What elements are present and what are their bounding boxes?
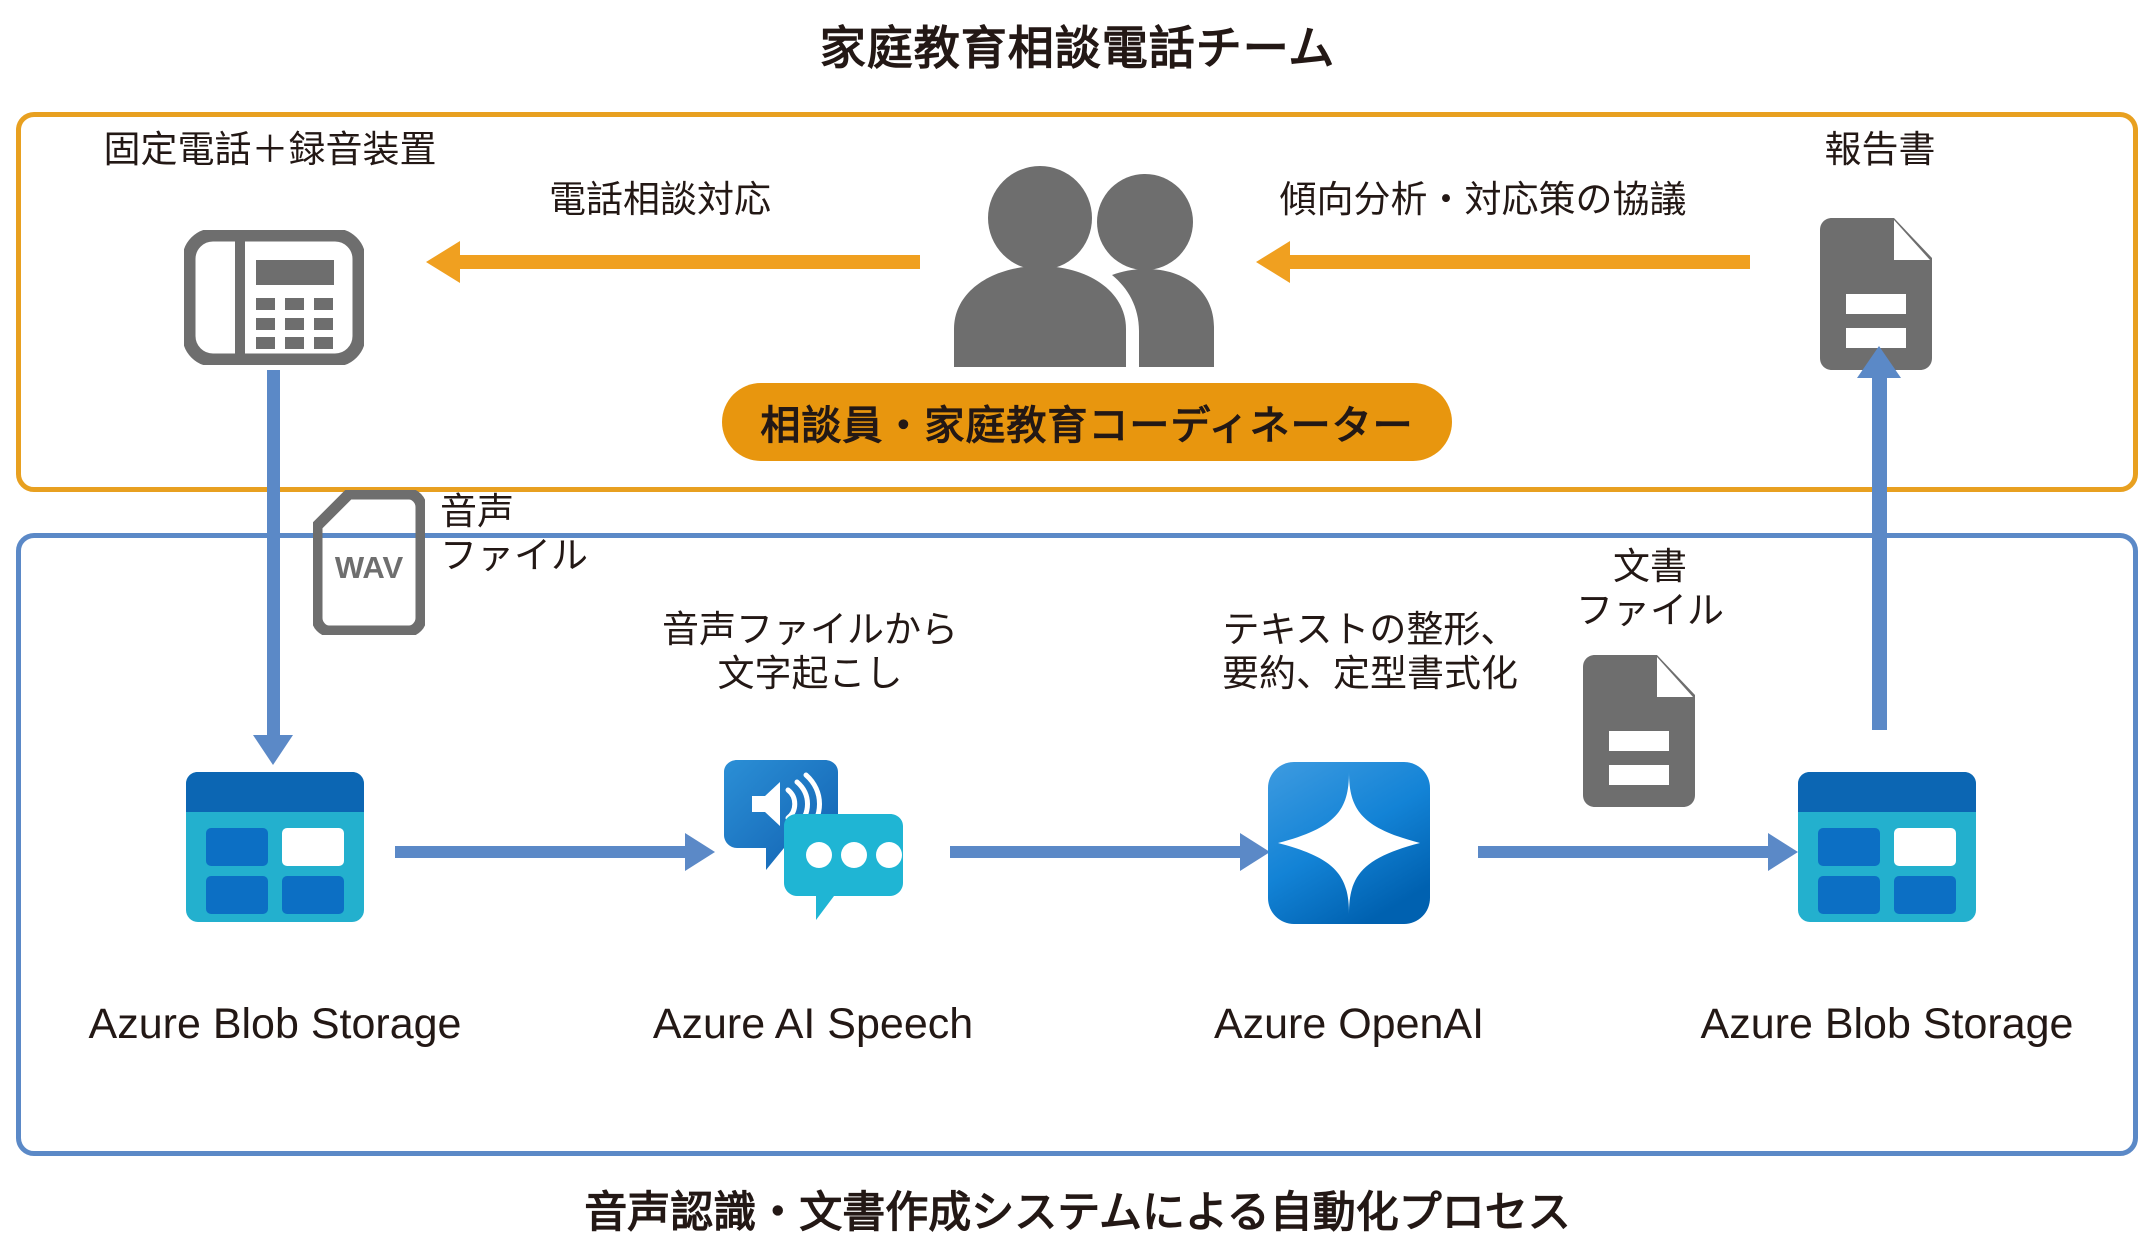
wav-file-badge: WAV xyxy=(335,550,404,585)
formatting-process-label: テキストの整形、 要約、定型書式化 xyxy=(1222,609,1518,694)
service-name-blob-storage-1: Azure Blob Storage xyxy=(88,1000,462,1048)
analysis-arrow xyxy=(1256,241,1750,283)
two-people-icon xyxy=(942,162,1222,367)
azure-openai-icon xyxy=(1268,762,1430,924)
team-layer-container xyxy=(16,112,2138,492)
openai-to-storage-arrow xyxy=(1478,833,1798,871)
wav-file-label: 音声 ファイル xyxy=(440,491,588,576)
wav-file-icon: WAV xyxy=(311,488,427,637)
phone-consultation-label: 電話相談対応 xyxy=(549,179,771,220)
transcription-process-label: 音声ファイルから 文字起こし xyxy=(662,609,958,694)
azure-blob-storage-icon xyxy=(1798,772,1976,922)
coordinator-label: 相談員・家庭教育コーディネーター xyxy=(760,404,1414,448)
service-name-openai: Azure OpenAI xyxy=(1213,1000,1485,1048)
phone-consultation-arrow xyxy=(426,241,920,283)
azure-ai-speech-icon xyxy=(718,758,908,933)
service-name-ai-speech: Azure AI Speech xyxy=(652,1000,974,1048)
report-label: 報告書 xyxy=(1824,129,1936,170)
storage-to-report-arrow xyxy=(1857,346,1901,730)
azure-blob-storage-icon xyxy=(186,772,364,922)
desk-phone-icon xyxy=(182,228,366,367)
analysis-label: 傾向分析・対応策の協議 xyxy=(1279,179,1687,220)
coordinator-badge: 相談員・家庭教育コーディネーター xyxy=(722,383,1452,461)
document-icon xyxy=(1820,218,1938,370)
doc-file-label: 文書 ファイル xyxy=(1576,546,1724,631)
phone-to-storage-arrow xyxy=(253,370,293,765)
document-icon xyxy=(1583,655,1701,807)
system-layer-container xyxy=(16,533,2138,1156)
service-name-blob-storage-2: Azure Blob Storage xyxy=(1700,1000,2074,1048)
storage-to-speech-arrow xyxy=(395,833,715,871)
system-caption: 音声認識・文書作成システムによる自動化プロセス xyxy=(584,1189,1571,1237)
phone-label: 固定電話＋録音装置 xyxy=(103,129,437,170)
speech-to-openai-arrow xyxy=(950,833,1270,871)
page-title: 家庭教育相談電話チーム xyxy=(819,22,1336,74)
